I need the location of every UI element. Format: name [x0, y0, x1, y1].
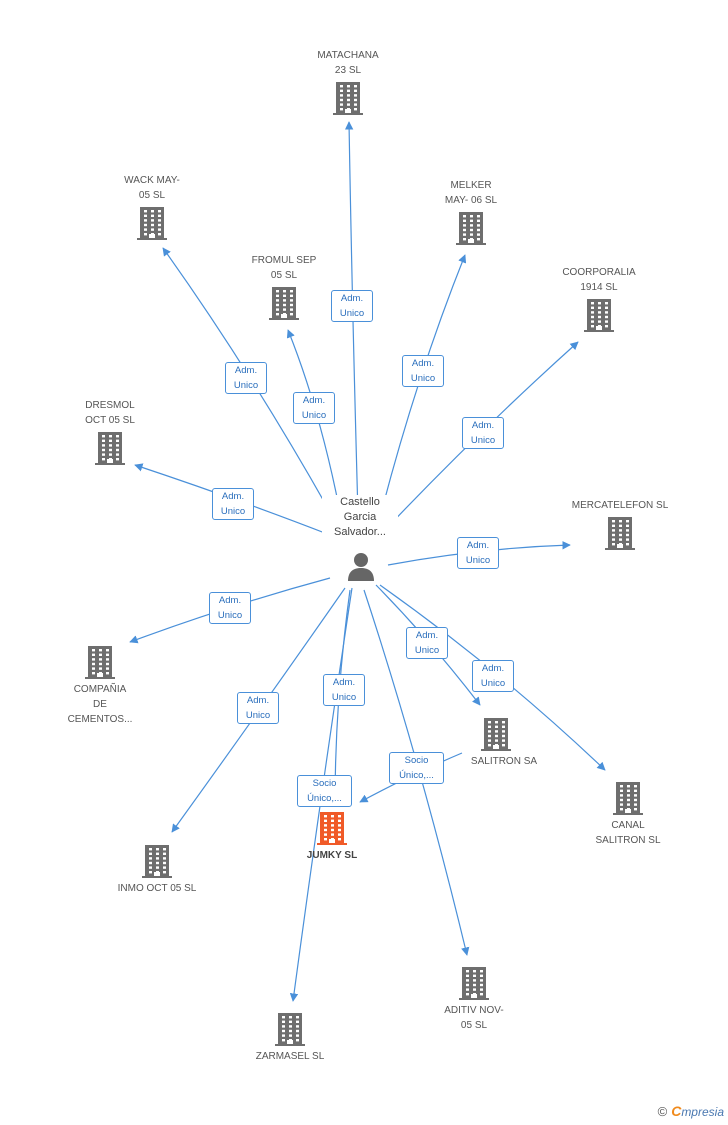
company-label: WACK MAY- 05 SL	[124, 175, 180, 201]
edge-label-dresmol[interactable]: Adm. Unico	[212, 488, 254, 520]
edge-label-coorporalia[interactable]: Adm. Unico	[462, 417, 504, 449]
company-node-compania[interactable]: COMPAÑIA DE CEMENTOS...	[52, 642, 148, 727]
edge-label-jumky[interactable]: Socio Único,...	[297, 775, 352, 807]
company-label: COORPORALIA 1914 SL	[562, 267, 636, 293]
company-node-salitron-sa[interactable]: SALITRON SA	[446, 714, 546, 769]
building-icon	[104, 205, 200, 241]
building-icon	[236, 285, 332, 321]
company-node-coorporalia[interactable]: COORPORALIA 1914 SL	[549, 265, 649, 335]
building-icon	[580, 780, 676, 816]
company-node-matachana[interactable]: MATACHANA 23 SL	[300, 48, 396, 118]
building-icon	[62, 430, 158, 466]
company-node-inmo[interactable]: INMO OCT 05 SL	[102, 841, 212, 896]
copyright-symbol: ©	[657, 1104, 668, 1119]
building-icon	[446, 716, 546, 752]
company-label: MERCATELEFON SL	[571, 500, 669, 511]
building-icon	[102, 843, 212, 879]
person-label[interactable]: Castello Garcia Salvador...	[322, 495, 398, 540]
company-label: JUMKY SL	[306, 850, 358, 861]
building-icon	[426, 965, 522, 1001]
edge-label-fromul[interactable]: Adm. Unico	[293, 392, 335, 424]
building-icon	[242, 1011, 338, 1047]
company-node-mercatelefon[interactable]: MERCATELEFON SL	[560, 498, 680, 553]
company-label: ZARMASEL SL	[255, 1051, 325, 1062]
company-label: FROMUL SEP 05 SL	[251, 255, 317, 281]
edge-label-canal[interactable]: Adm. Unico	[472, 660, 514, 692]
edge-label-inmo[interactable]: Adm. Unico	[237, 692, 279, 724]
company-label: DRESMOL OCT 05 SL	[85, 400, 135, 426]
edge-label-salitron-sa[interactable]: Adm. Unico	[406, 627, 448, 659]
building-icon	[52, 644, 148, 680]
company-label: COMPAÑIA DE CEMENTOS...	[67, 684, 133, 725]
company-label: MELKER MAY- 06 SL	[444, 180, 498, 206]
edge-label-melker[interactable]: Adm. Unico	[402, 355, 444, 387]
company-node-melker[interactable]: MELKER MAY- 06 SL	[423, 178, 519, 248]
edge-label-zarmasel[interactable]: Adm. Unico	[323, 674, 365, 706]
company-label: INMO OCT 05 SL	[117, 883, 197, 894]
company-node-fromul[interactable]: FROMUL SEP 05 SL	[236, 253, 332, 323]
building-icon	[423, 210, 519, 246]
company-label: CANAL SALITRON SL	[595, 820, 661, 846]
edge-melker	[377, 254, 467, 526]
company-node-aditiv[interactable]: ADITIV NOV- 05 SL	[426, 963, 522, 1033]
edge-label-mercatelefon[interactable]: Adm. Unico	[457, 537, 499, 569]
company-label: MATACHANA 23 SL	[317, 50, 379, 76]
building-icon	[549, 297, 649, 333]
edge-label-compania[interactable]: Adm. Unico	[209, 592, 251, 624]
brand-name: mpresia	[681, 1105, 724, 1119]
company-node-dresmol[interactable]: DRESMOL OCT 05 SL	[62, 398, 158, 468]
footer-brand: ©Cmpresia	[658, 1103, 724, 1119]
company-node-wack[interactable]: WACK MAY- 05 SL	[104, 173, 200, 243]
company-node-zarmasel[interactable]: ZARMASEL SL	[242, 1009, 338, 1064]
person-icon[interactable]	[346, 551, 376, 586]
edge-label-matachana[interactable]: Adm. Unico	[331, 290, 373, 322]
edge-label-wack[interactable]: Adm. Unico	[225, 362, 267, 394]
building-icon	[560, 515, 680, 551]
company-node-jumky[interactable]: JUMKY SL	[284, 808, 380, 863]
edge-label-salitron-jumky[interactable]: Socio Único,...	[389, 752, 444, 784]
company-label: SALITRON SA	[470, 756, 538, 767]
building-icon	[300, 80, 396, 116]
building-icon-highlight	[284, 810, 380, 846]
company-node-canal[interactable]: CANAL SALITRON SL	[580, 778, 676, 848]
company-label: ADITIV NOV- 05 SL	[444, 1005, 504, 1031]
brand-initial: C	[671, 1103, 682, 1119]
